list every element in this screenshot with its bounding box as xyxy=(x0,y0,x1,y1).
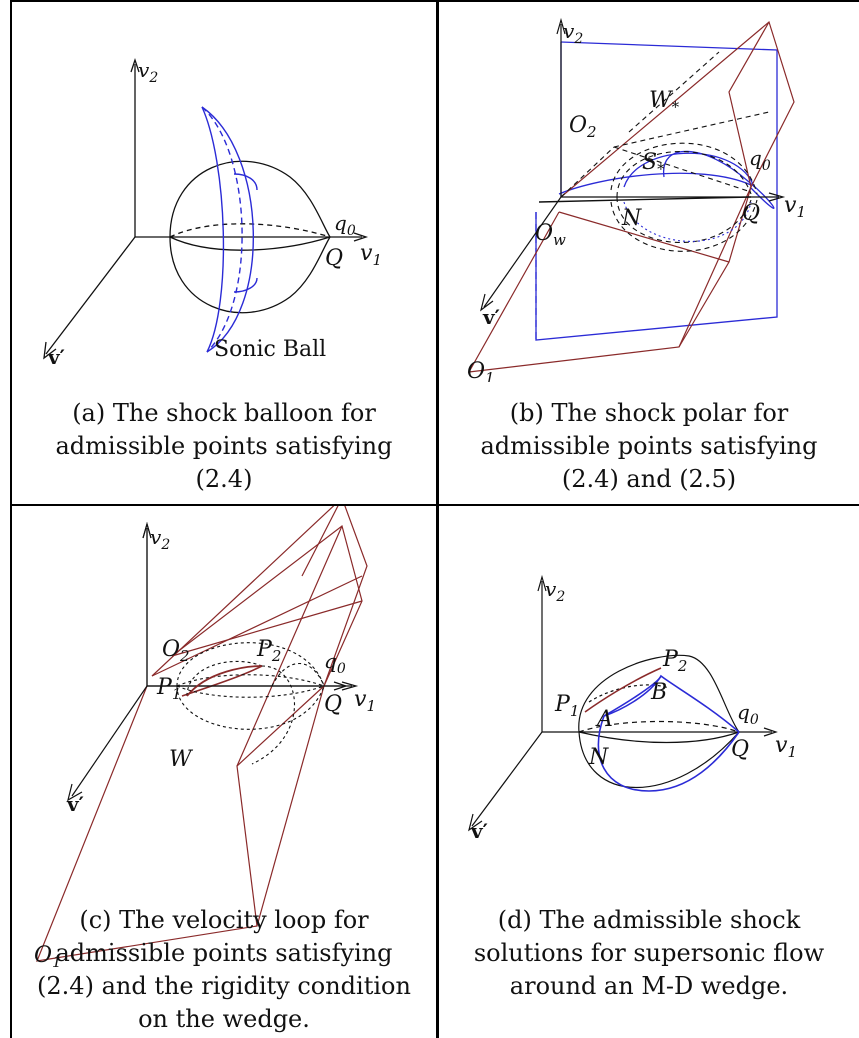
b-Ow-label: Ow xyxy=(535,221,566,249)
caption-line: (c) The velocity loop for xyxy=(79,906,369,934)
d-N-label: N xyxy=(588,745,609,770)
b-v1-label: v1 xyxy=(784,193,806,221)
panel-b-caption: (b) The shock polar for admissible point… xyxy=(439,397,859,496)
caption-line: admissible points satisfying xyxy=(55,432,393,460)
b-N-label: N xyxy=(621,206,642,231)
b-O1-label: O1 xyxy=(467,359,495,382)
panel-b: v2 O2 W* S* q0 Q v1 N Ow v′ O1 (b) The s… xyxy=(439,2,859,504)
panel-c: v2 O2 P2 P1 q0 Q v1 W v′ O1 (c) The velo… xyxy=(12,506,436,1038)
panel-d-caption: (d) The admissible shock solutions for s… xyxy=(439,904,859,1003)
a-Q-label: Q xyxy=(325,246,343,271)
c-q0-label: q0 xyxy=(324,649,346,677)
b-q0-label: q0 xyxy=(749,146,771,174)
grid-border-middle xyxy=(436,0,439,1038)
panel-b-figure: v2 O2 W* S* q0 Q v1 N Ow v′ O1 xyxy=(467,17,806,382)
caption-line: admissible points satisfying xyxy=(55,939,393,967)
b-W-label: W* xyxy=(649,88,680,116)
b-Q-label: Q xyxy=(742,201,760,226)
panel-a-figure: v2 q0 Q v1 v′ Sonic Ball xyxy=(43,57,382,369)
a-v2-label: v2 xyxy=(138,58,158,86)
a-vprime-label: v′ xyxy=(47,345,65,369)
d-Q-label: Q xyxy=(731,737,749,762)
panel-c-caption: (c) The velocity loop for admissible poi… xyxy=(12,904,436,1036)
caption-line: solutions for supersonic flow xyxy=(473,939,825,967)
a-sonic-ball-label: Sonic Ball xyxy=(214,337,326,362)
caption-line: (2.4) and (2.5) xyxy=(561,465,737,493)
panel-a: v2 q0 Q v1 v′ Sonic Ball (a) The shock b… xyxy=(12,2,436,504)
caption-line: (d) The admissible shock xyxy=(497,906,801,934)
b-S-label: S* xyxy=(642,150,665,178)
caption-line: on the wedge. xyxy=(138,1005,310,1033)
c-vprime-label: v′ xyxy=(66,792,84,816)
b-v2-label: v2 xyxy=(563,19,583,47)
panel-c-figure-main: v2 O2 P2 P1 q0 Q v1 W v′ O1 xyxy=(34,521,376,971)
c-Q-label: Q xyxy=(324,692,342,717)
caption-line: (2.4) and the rigidity condition xyxy=(37,972,411,1000)
panel-d: v2 P2 B P1 A q0 Q v1 N v′ (d) The admiss… xyxy=(439,506,859,1038)
d-v2-label: v2 xyxy=(545,577,565,605)
d-A-label: A xyxy=(595,707,613,732)
caption-line: (2.4) xyxy=(195,465,253,493)
panel-a-caption: (a) The shock balloon for admissible poi… xyxy=(12,397,436,496)
grid-border-left xyxy=(10,0,12,1038)
c-P2-label: P2 xyxy=(256,637,281,665)
b-O2-label: O2 xyxy=(569,113,597,141)
c-W-label: W xyxy=(169,747,194,772)
caption-line: admissible points satisfying xyxy=(480,432,818,460)
grid-border-divider xyxy=(10,504,859,506)
d-vprime-label: v′ xyxy=(470,819,488,843)
c-v1-label: v1 xyxy=(354,687,376,715)
caption-line: (b) The shock polar for xyxy=(509,399,789,427)
d-P1-label: P1 xyxy=(554,692,579,720)
a-q0-label: q0 xyxy=(334,211,356,239)
d-B-label: B xyxy=(650,680,667,705)
a-v1-label: v1 xyxy=(360,241,382,269)
grid-border-top xyxy=(10,0,859,2)
c-O2-label: O2 xyxy=(162,637,190,665)
c-v2-label: v2 xyxy=(150,525,170,553)
caption-line: (a) The shock balloon for xyxy=(72,399,376,427)
d-P2-label: P2 xyxy=(662,647,687,675)
caption-line: around an M-D wedge. xyxy=(509,972,789,1000)
c-P1-label: P1 xyxy=(156,675,181,703)
d-q0-label: q0 xyxy=(737,700,759,728)
d-v1-label: v1 xyxy=(775,733,797,761)
b-vprime-label: v′ xyxy=(482,305,500,329)
panel-d-figure: v2 P2 B P1 A q0 Q v1 N v′ xyxy=(468,574,797,843)
c-O1-label: O1 xyxy=(34,943,62,971)
